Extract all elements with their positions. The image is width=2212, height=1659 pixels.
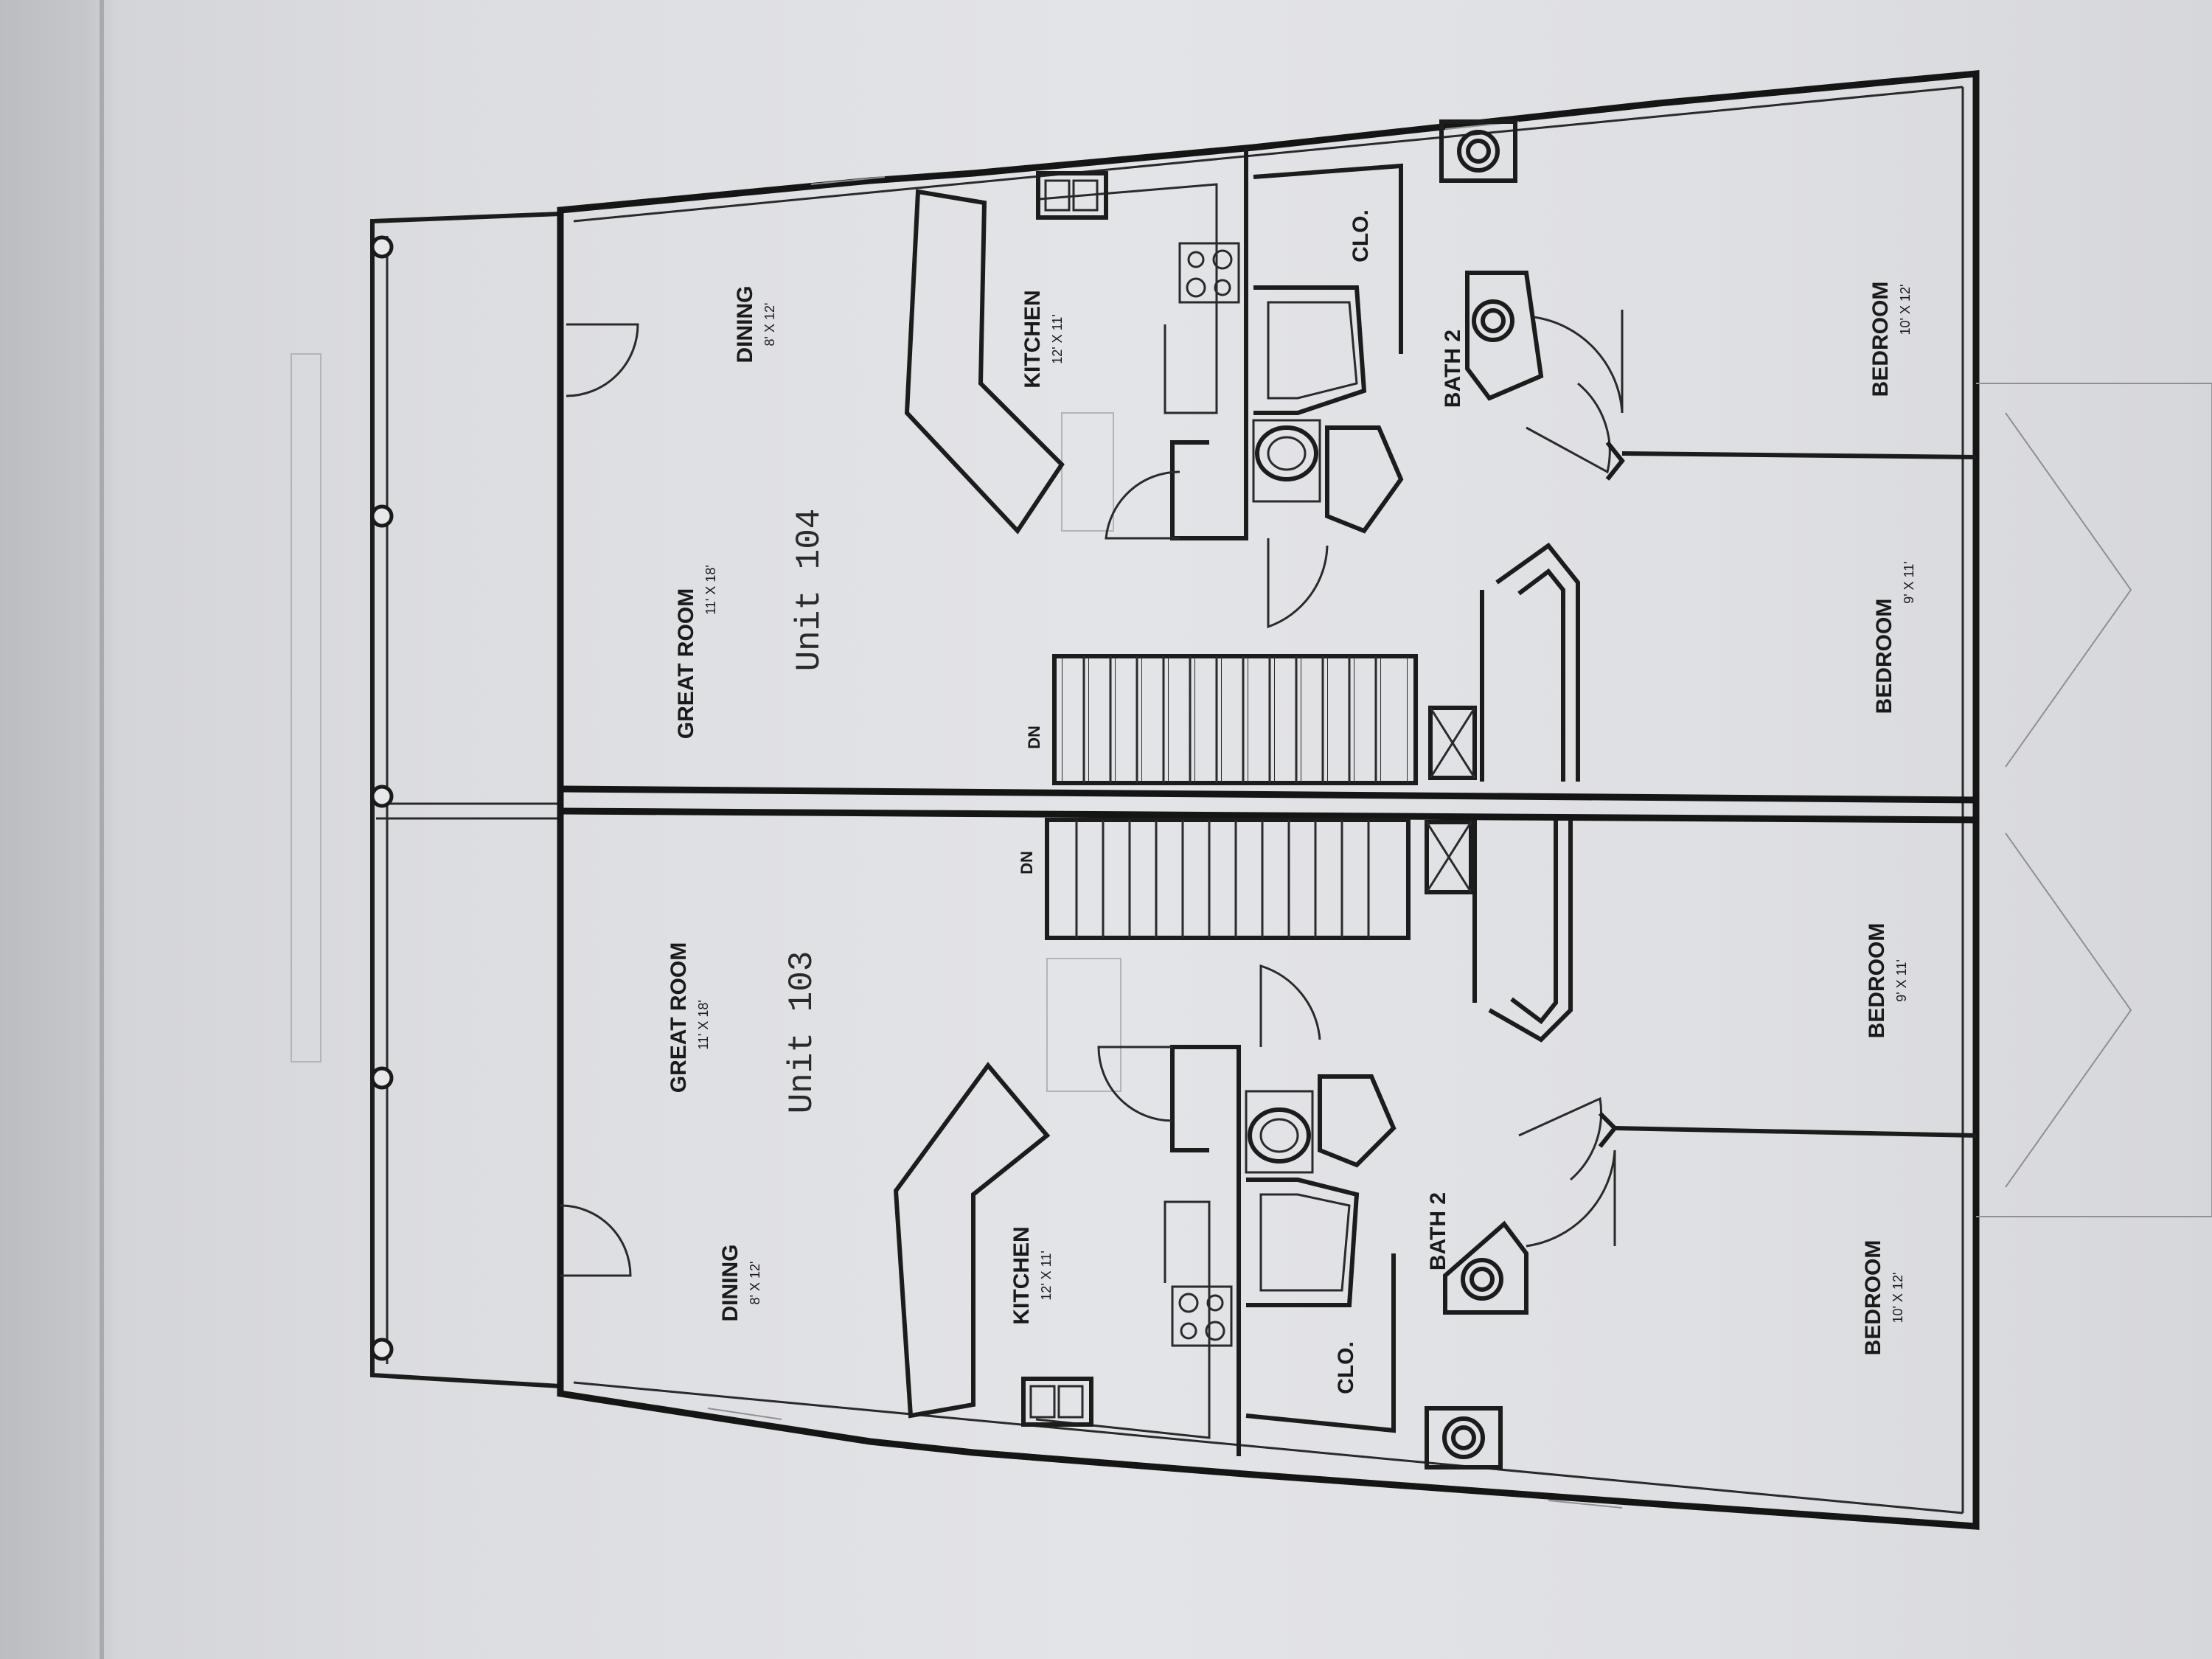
u103-bedroom-a-size: 9' X 11' (1894, 959, 1909, 1002)
column-post-icon (370, 1066, 394, 1090)
u104-closet-label: CLO. (1349, 209, 1373, 262)
u103-kitchen-label: KITCHEN (1009, 1226, 1034, 1324)
u103-dining-size: 8' X 12' (748, 1262, 762, 1305)
door-swing-icon (560, 964, 1616, 1277)
u104-dining-size: 8' X 12' (762, 303, 777, 347)
u103-bath-label: BATH 2 (1426, 1192, 1450, 1270)
toilet-icon (1252, 419, 1321, 503)
party-wall (560, 785, 1977, 824)
u104-great-room-size: 11' X 18' (703, 565, 718, 615)
outer-walls (557, 70, 1980, 1530)
u104-kitchen-label: KITCHEN (1020, 290, 1045, 388)
u104-bedroom-a-label: BEDROOM (1868, 282, 1893, 397)
u103-kitchen-size: 12' X 11' (1039, 1251, 1054, 1301)
u103-bedroom-a-label: BEDROOM (1865, 923, 1889, 1039)
deck (370, 211, 563, 1389)
u104-bedroom-b-label: BEDROOM (1872, 599, 1896, 714)
u104-dining-label: DINING (733, 286, 757, 364)
column-post-icon (370, 504, 394, 528)
unit-104-interior (566, 119, 1977, 785)
stair-104 (1052, 654, 1418, 785)
u103-bedroom-b-size: 10' X 12' (1891, 1273, 1905, 1324)
print-through (291, 353, 1121, 1092)
stove-icon (1178, 242, 1240, 304)
toilet-icon (1245, 1090, 1314, 1174)
door-swing-icon (566, 310, 1624, 629)
stair-103 (1045, 818, 1411, 940)
water-heater-icon (1465, 271, 1544, 401)
water-heater-icon (1439, 119, 1517, 183)
u103-dining-label: DINING (718, 1245, 742, 1322)
u104-bath-label: BATH 2 (1441, 330, 1465, 408)
u103-great-room-label: GREAT ROOM (667, 942, 691, 1093)
u104-unit-label: Unit 104 (790, 509, 829, 672)
u103-bedroom-b-label: BEDROOM (1861, 1240, 1885, 1356)
u103-stair-dn: DN (1018, 851, 1036, 874)
u104-great-room-label: GREAT ROOM (674, 588, 698, 739)
u104-bedroom-a-size: 10' X 12' (1898, 285, 1913, 335)
stove-icon (1171, 1285, 1233, 1347)
water-heater-icon (1425, 1406, 1503, 1470)
column-post-icon (370, 785, 394, 808)
sink-icon (1021, 1377, 1093, 1427)
u104-stair-dn: DN (1025, 726, 1043, 749)
roof-outline-ghost (1976, 383, 2212, 1217)
sink-icon (1036, 171, 1108, 220)
u103-closet-label: CLO. (1334, 1341, 1358, 1394)
unit-103-interior (560, 818, 1977, 1470)
u103-unit-label: Unit 103 (783, 951, 821, 1114)
water-heater-icon (1443, 1220, 1528, 1315)
u103-great-room-size: 11' X 18' (696, 1000, 711, 1050)
binding-edge (100, 0, 104, 1659)
column-post-icon (370, 1338, 394, 1361)
u104-bedroom-b-size: 9' X 11' (1902, 561, 1916, 604)
u104-kitchen-size: 12' X 11' (1050, 314, 1065, 364)
column-post-icon (370, 235, 394, 259)
